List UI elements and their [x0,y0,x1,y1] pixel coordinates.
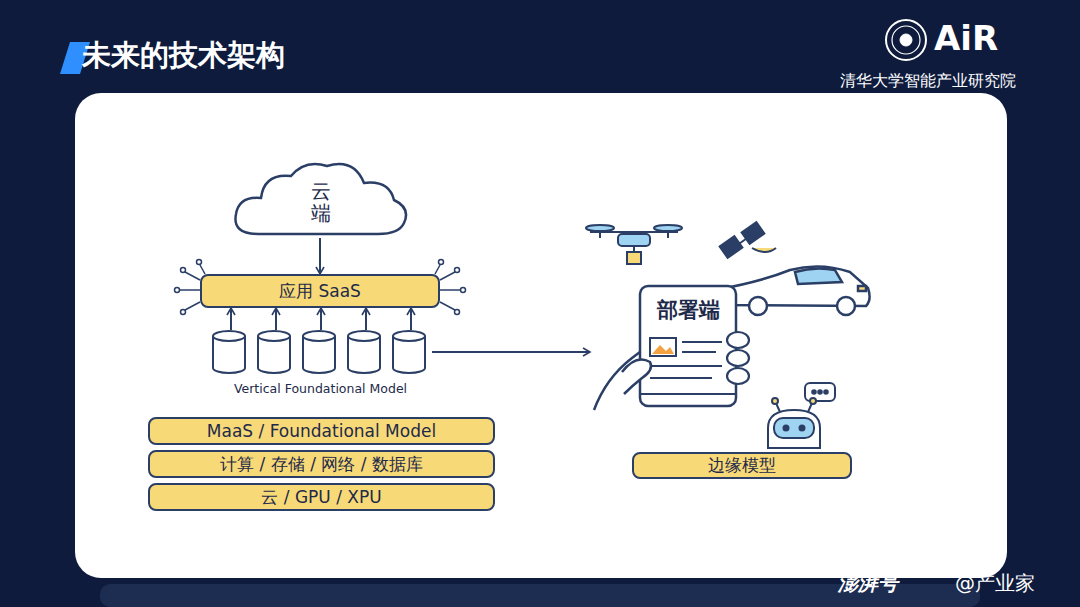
node-text: MaaS / Foundational Model [207,421,436,441]
app-layer-box: 应用 SaaS [200,274,440,308]
arrow-connector [319,238,321,274]
layer-bar: 云 / GPU / XPU [148,483,495,511]
car-icon [715,266,870,315]
robot-icon [768,383,835,448]
edge-model-box: 边缘模型 [632,452,852,479]
node-text: 边缘模型 [708,454,776,477]
arrow-connector [410,308,412,330]
arrow-connector [365,308,367,330]
node-text: 计算 / 存储 / 网络 / 数据库 [220,453,423,476]
watermark: @产业家 [955,570,1035,597]
institute-name: 清华大学智能产业研究院 [840,71,1016,92]
device-node: 部署端 [592,282,752,410]
drone-icon [586,225,682,264]
logo-text: AiR [934,18,998,58]
layer-bar: MaaS / Foundational Model [148,417,495,445]
satellite-icon [720,222,776,258]
arrow-connector [275,308,277,330]
node-text: 部署端 [657,296,720,324]
layer-bar: 计算 / 存储 / 网络 / 数据库 [148,450,495,478]
cloud-node: 云端 [228,158,413,238]
model-cylinders: Vertical Foundational Model [211,330,430,396]
node-text: 云端 [311,180,331,224]
node-text: 云 / GPU / XPU [261,486,381,509]
slide-title: 未来的技术架构 [82,36,285,76]
university-emblem [886,20,926,60]
arrow-connector [230,308,232,330]
white-panel [75,93,1007,578]
arrow-connector [320,308,322,330]
watermark: 澎湃号 [838,570,898,597]
node-text: 应用 SaaS [279,280,361,303]
node-text: Vertical Foundational Model [211,381,430,396]
arrow-connector [432,351,590,353]
